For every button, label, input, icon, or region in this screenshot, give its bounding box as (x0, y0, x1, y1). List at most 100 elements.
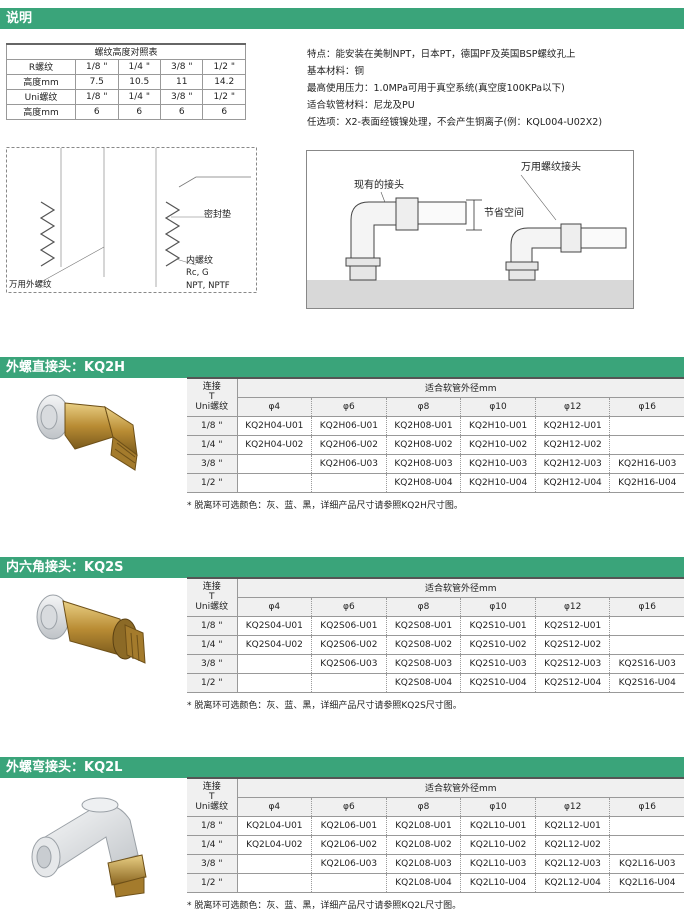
model-cell (311, 673, 387, 693)
model-cell: KQ2H04-U01 (237, 416, 313, 436)
model-cell (609, 635, 684, 655)
spec-item: 最高使用压力：1.0MPa可用于真空系统(真空度100KPa以下) (307, 83, 565, 94)
table-cell: 1/2 " (202, 88, 246, 105)
size-header: φ4 (237, 797, 313, 817)
model-cell: KQ2S12-U02 (535, 635, 611, 655)
model-cell: KQ2H06-U01 (311, 416, 387, 436)
rc-g-label: Rc, G (186, 268, 209, 278)
model-cell (609, 835, 684, 855)
model-cell: KQ2S12-U04 (535, 673, 611, 693)
thread-cell: 1/4 " (187, 435, 238, 455)
size-header: φ12 (535, 797, 611, 817)
size-header: φ16 (609, 797, 684, 817)
model-cell: KQ2S12-U03 (535, 654, 611, 674)
seal-label: 密封垫 (204, 208, 231, 220)
size-header: φ10 (460, 597, 536, 617)
existing-fitting-drawing (345, 197, 467, 281)
thread-cell: 1/2 " (187, 873, 238, 893)
size-header: φ8 (386, 397, 462, 417)
table-cell: 3/8 " (159, 88, 204, 105)
size-header: φ12 (535, 397, 611, 417)
size-header: φ16 (609, 397, 684, 417)
model-cell (237, 473, 313, 493)
mounting-surface (307, 280, 633, 308)
model-cell: KQ2S08-U03 (386, 654, 462, 674)
tube-od-header: 适合软管外径mm (237, 577, 684, 598)
model-cell (311, 473, 387, 493)
model-cell (237, 854, 313, 874)
thread-section-diagram: 密封垫 内螺纹 Rc, G NPT, NPTF 万用外螺纹 (6, 147, 257, 293)
model-cell: KQ2L12-U01 (535, 816, 611, 836)
model-cell: KQ2L12-U04 (535, 873, 611, 893)
section-header-kq2s: 内六角接头：KQ2S (0, 557, 684, 578)
thread-cell: 1/4 " (187, 635, 238, 655)
outer-thread-right (164, 201, 181, 267)
kq2h-product-photo (36, 394, 138, 471)
thread-cell: 1/8 " (187, 816, 238, 836)
table-cell: 3/8 " (159, 58, 204, 75)
thread-cell: 1/2 " (187, 473, 238, 493)
thread-cell: 1/2 " (187, 673, 238, 693)
model-cell: KQ2L08-U02 (386, 835, 462, 855)
model-cell: KQ2L12-U02 (535, 835, 611, 855)
diagram-frame (6, 147, 257, 293)
model-cell: KQ2L10-U04 (460, 873, 536, 893)
model-cell: KQ2S08-U02 (386, 635, 462, 655)
section-header-description: 说明 (0, 8, 684, 29)
existing-fitting-label: 现有的接头 (354, 178, 404, 191)
model-cell (237, 454, 313, 474)
section-header-kq2h: 外螺直接头：KQ2H (0, 357, 684, 378)
thread-cell: 3/8 " (187, 654, 238, 674)
kq2l-product-photo (31, 797, 147, 898)
table-cell: 1/2 " (202, 58, 246, 75)
model-cell: KQ2L16-U03 (609, 854, 684, 874)
tube-od-header: 适合软管外径mm (237, 377, 684, 398)
table-row: R螺纹 1/8 " 1/4 " 3/8 " 1/2 " (5, 58, 246, 75)
size-header: φ4 (237, 597, 313, 617)
model-cell: KQ2H12-U03 (535, 454, 611, 474)
model-cell: KQ2H10-U03 (460, 454, 536, 474)
size-header: φ12 (535, 597, 611, 617)
size-header: φ10 (460, 797, 536, 817)
model-cell: KQ2S16-U03 (609, 654, 684, 674)
table-cell: 1/8 " (75, 58, 119, 75)
model-cell: KQ2H10-U04 (460, 473, 536, 493)
spec-item: 适合软管材料：尼龙及PU (307, 100, 415, 111)
model-cell: KQ2L16-U04 (609, 873, 684, 893)
thread-table-caption: 螺纹高度对照表 (6, 43, 246, 60)
model-cell: KQ2L06-U01 (311, 816, 387, 836)
table-cell: Uni螺纹 (5, 88, 77, 105)
section-title: 内六角接头：KQ2S (6, 560, 124, 575)
model-cell: KQ2H06-U02 (311, 435, 387, 455)
model-cell: KQ2H08-U02 (386, 435, 462, 455)
size-header: φ6 (311, 597, 387, 617)
table-cell: 6 (159, 103, 204, 120)
model-cell: KQ2H16-U04 (609, 473, 684, 493)
table-cell: 11 (159, 73, 204, 90)
table-cell: 1/8 " (75, 88, 119, 105)
model-cell: KQ2S04-U02 (237, 635, 313, 655)
thread-cell: 1/8 " (187, 616, 238, 636)
size-header: φ6 (311, 797, 387, 817)
model-cell: KQ2L04-U02 (237, 835, 313, 855)
model-cell: KQ2S08-U01 (386, 616, 462, 636)
spec-item: 特点：能安装在美制NPT，日本PT，德国PF及英国BSP螺纹孔上 (307, 49, 576, 60)
model-cell: KQ2L10-U02 (460, 835, 536, 855)
model-cell: KQ2S06-U03 (311, 654, 387, 674)
tube-od-header: 适合软管外径mm (237, 777, 684, 798)
space-saving-diagram: 万用螺纹接头 现有的接头 节省空间 (306, 150, 634, 309)
model-cell: KQ2H08-U03 (386, 454, 462, 474)
model-cell (237, 673, 313, 693)
size-header: φ16 (609, 597, 684, 617)
model-cell: KQ2S10-U02 (460, 635, 536, 655)
